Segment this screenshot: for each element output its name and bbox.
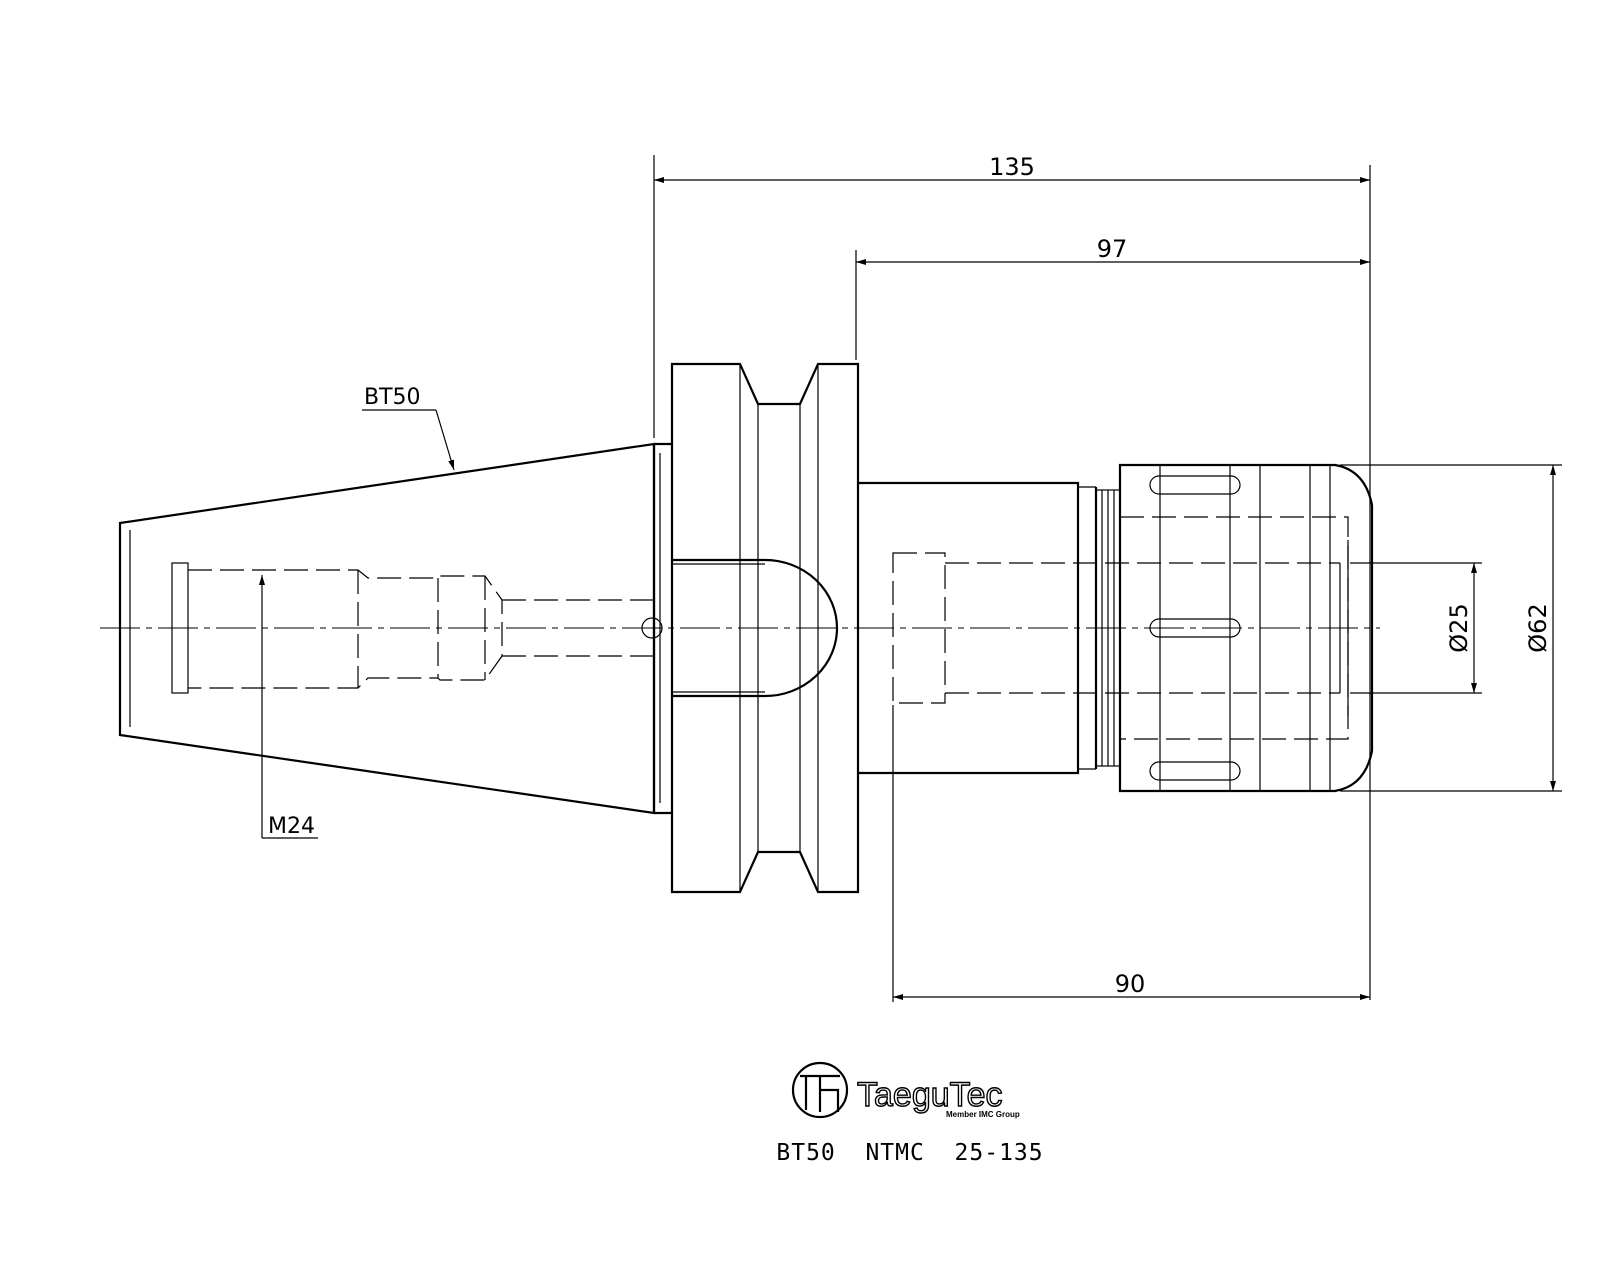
holder-body	[858, 481, 1340, 775]
v-flange	[641, 362, 860, 894]
label-thread: M24	[268, 814, 315, 839]
dim-overall-length: 135	[989, 153, 1035, 181]
taper-shank	[118, 442, 672, 815]
dim-body-diameter: Ø62	[1524, 603, 1552, 652]
taegutec-logo: TaeguTec Member IMC Group	[791, 1061, 1020, 1119]
clamp-nut	[1118, 463, 1374, 793]
product-code: BT50 NTMC 25-135	[776, 1140, 1043, 1166]
logo-brand: TaeguTec	[857, 1076, 1003, 1114]
logo-tagline: Member IMC Group	[946, 1110, 1020, 1119]
logo-mark-icon	[791, 1061, 849, 1119]
dimension-lines	[259, 155, 1562, 1002]
dim-clamp-length: 90	[1115, 970, 1146, 998]
label-taper: BT50	[364, 385, 421, 410]
dim-flange-to-end: 97	[1097, 235, 1128, 263]
dim-bore-diameter: Ø25	[1445, 603, 1473, 652]
